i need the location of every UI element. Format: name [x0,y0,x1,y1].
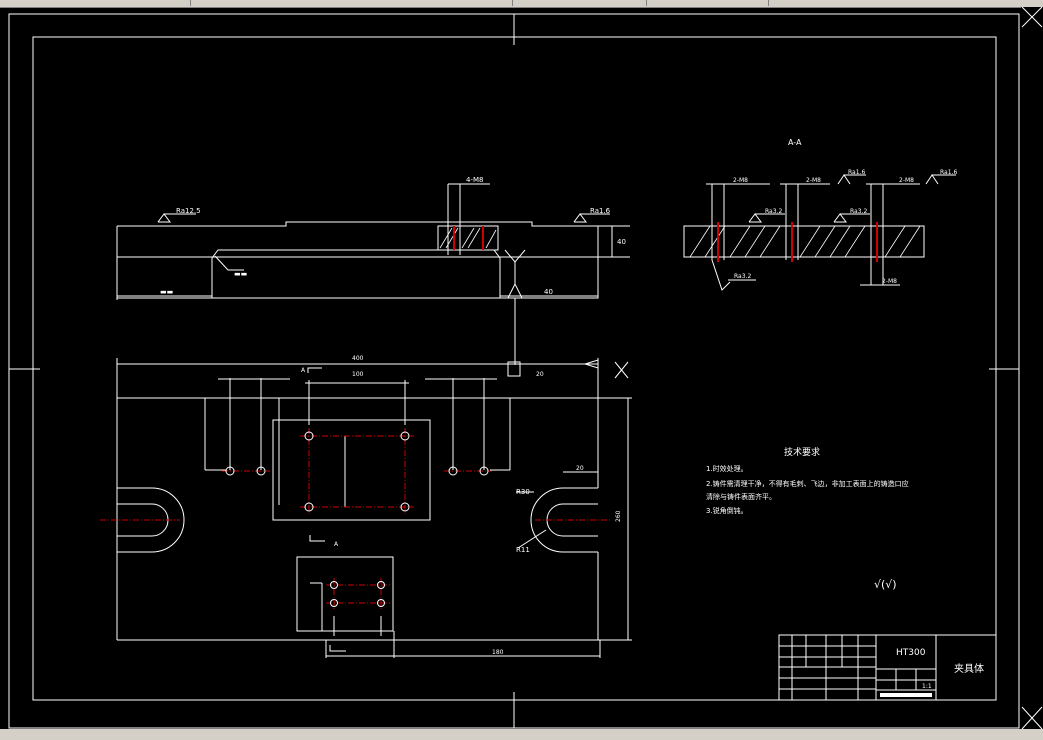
plan-holes [225,431,489,607]
front-roughness-right: Ra1.6 [590,207,611,215]
section-dim-c: 2-M8 [899,177,914,184]
outer-frame [8,13,1020,729]
plan-view-mark: A [334,541,339,548]
title-block-material: HT300 [896,648,926,658]
front-roughness-left: Ra12.5 [176,207,201,215]
front-callout: ▬▬ [234,270,247,278]
notes-item-1: 1.时效处理。 [706,464,748,473]
section-view [683,174,956,291]
front-dim-top: 4-M8 [466,176,483,184]
center-lines-red [100,428,612,610]
front-dim-left: ▬▬ [160,288,173,296]
toolbar-segment[interactable] [648,0,769,6]
section-dim-b: 2-M8 [806,177,821,184]
plan-dim-20: 20 [576,465,584,472]
title-block-part-name: 夹具体 [954,662,984,675]
section-roughness-2: Ra1.6 [940,169,957,176]
title-block-bar [880,693,932,697]
finish-symbol: √(√) [874,578,897,591]
section-hatching [689,225,921,258]
title-block-scale: 1:1 [922,683,932,690]
plan-radius-2: R11 [516,546,530,554]
section-label: A-A [788,138,802,147]
plan-dim-bottom: 180 [492,649,504,656]
section-roughness-1: Ra1.6 [848,169,865,176]
plan-radius: R30 [516,488,530,496]
toolbar-segment[interactable] [514,0,647,6]
section-bottom-dim: 2-M8 [882,278,897,285]
section-roughness-4: Ra3.2 [850,208,867,215]
plan-dim-center: 100 [352,371,364,378]
front-view [116,183,630,365]
notes-item-2: 2.铸件需清理干净，不得有毛刺、飞边，非加工表面上的铸造口应 [706,479,909,488]
title-block [778,634,997,701]
toolbar-strip [0,0,1043,8]
notes-item-3: 清除与铸件表面齐平。 [706,492,776,501]
notes-item-4: 3.锐角倒钝。 [706,506,748,515]
plan-section-mark: A [301,367,306,374]
section-roughness-3: Ra3.2 [765,208,782,215]
front-dim-right-h: 40 [617,238,626,246]
front-dim-right-w: 40 [544,288,553,296]
plan-view [116,358,632,658]
center-marks [9,14,1019,728]
vertical-scrollbar[interactable] [1021,7,1043,740]
plan-dim-height: 260 [615,510,622,522]
notes-title: 技术要求 [784,446,820,458]
plan-dim-overall: 400 [352,355,364,362]
plan-dim-right: 20 [536,371,544,378]
section-dim-a: 2-M8 [733,177,748,184]
toolbar-segment[interactable] [192,0,513,6]
toolbar-segment[interactable] [0,0,191,6]
inner-frame [32,36,997,701]
section-roughness-5: Ra3.2 [734,273,751,280]
status-strip [0,729,1043,740]
